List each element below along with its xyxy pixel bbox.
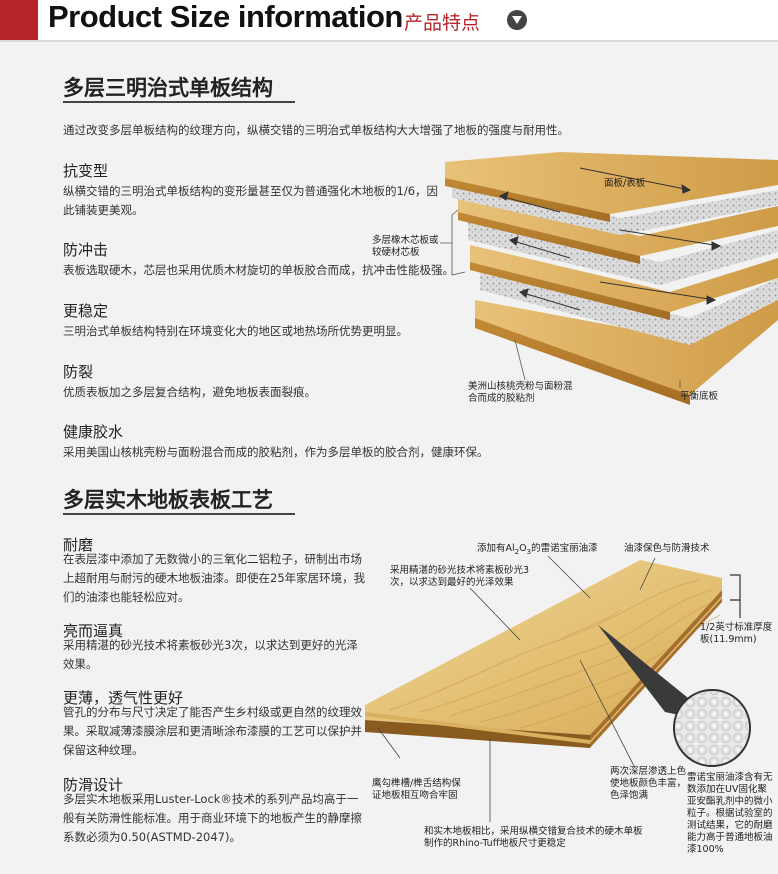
chevron-down-icon[interactable]: [507, 10, 527, 30]
feature-title: 耐磨: [63, 536, 94, 554]
glue-layer: [468, 220, 778, 285]
feature-title: 防滑设计: [63, 776, 124, 794]
section1-rule: [63, 101, 295, 103]
label-thickness: 1/2英寸标准厚度板(11.9mm): [700, 622, 773, 645]
header-title: Product Size information: [48, 0, 403, 34]
core-layer: [470, 245, 778, 320]
feature-desc: 纵横交错的三明治式单板结构的变形量甚至仅为普通强化木地板的1/6，因此铺装更美观…: [63, 184, 439, 217]
leader-lines: [440, 209, 681, 388]
feature-title: 更稳定: [63, 302, 109, 320]
feature-title: 健康胶水: [63, 423, 124, 441]
feature-desc: 表板选取硬木，芯层也采用优质木材旋切的单板胶合而成，抗冲击性能极强。: [63, 263, 454, 277]
header-subtitle: 产品特点: [404, 12, 481, 34]
feature-desc: 采用美国山核桃壳粉与面粉混合而成的胶粘剂，作为多层单板的胶合剂，健康环保。: [63, 445, 489, 459]
feature-desc: 采用精湛的砂光技术将素板砂光3次，以求达到更好的光泽效果。: [63, 638, 358, 671]
thickness-bracket: [730, 574, 741, 618]
label-sand: 采用精湛的砂光技术将素板砂光3次，以求达到最好的光泽效果: [390, 565, 530, 588]
page-header: Product Size information 产品特点: [0, 0, 778, 40]
floor-board: [365, 560, 722, 748]
label-balance: 平衡底板: [680, 391, 719, 402]
label-reynold: 雷诺宝丽油漆含有无数添加在UV固化聚亚安酯乳剂中的微小粒子。根据试验室的测试结果…: [687, 772, 773, 855]
label-tongue: 鹰勾榫槽/榫舌结构保证地板相互吻合牢固: [372, 778, 461, 801]
label-rhino: 和实木地板相比，采用纵横交错复合技术的硬木单板制作的Rhino-Tuff地板尺寸…: [424, 826, 643, 849]
header-accent-bar: [0, 0, 38, 40]
feature-desc: 优质表板加之多层复合结构，避免地板表面裂痕。: [63, 385, 316, 399]
feature-title: 抗变型: [63, 162, 109, 180]
feature-desc: 三明治式单板结构特别在环境变化大的地区或地热场所优势更明显。: [63, 324, 408, 338]
header-divider: [0, 40, 778, 42]
section1-title: 多层三明治式单板结构: [63, 76, 273, 100]
label-oil: 油漆保色与防滑技术: [624, 543, 710, 554]
section2-title: 多层实木地板表板工艺: [63, 488, 273, 512]
direction-arrows: [499, 167, 722, 311]
feature-desc: 在表层漆中添加了无数微小的三氧化二铝粒子，研制出市场上超耐用与耐污的硬木地板油漆…: [63, 552, 366, 604]
core-layer: [458, 195, 778, 264]
balance-layer: [475, 300, 778, 405]
label-face: 面板/表板: [604, 178, 646, 189]
face-layer: [445, 152, 778, 222]
feature-title: 防冲击: [63, 241, 109, 259]
label-core: 多层橡木芯板或较硬材芯板: [372, 235, 439, 258]
section2-rule: [63, 513, 295, 515]
leader-lines: [377, 555, 656, 822]
feature-desc: 多层实木地板采用Luster-Lock®技术的系列产品均高于一般有关防滑性能标准…: [63, 792, 362, 844]
feature-desc: 管孔的分布与尺寸决定了能否产生乡村级或更自然的纹理效果。采取减薄漆膜涂层和更清晰…: [63, 705, 362, 757]
magnifier-circle: [673, 689, 751, 767]
label-deep: 两次深层渗透上色使地板颜色丰富，色泽饱满: [610, 766, 687, 801]
label-al2o3: 添加有Al2O3的雷诺宝丽油漆: [477, 543, 598, 556]
glue-layer: [452, 182, 778, 235]
section1-intro: 通过改变多层单板结构的纹理方向，纵横交错的三明治式单板结构大大增强了地板的强度与…: [63, 123, 569, 137]
feature-title: 亮而逼真: [63, 622, 124, 640]
feature-title: 防裂: [63, 363, 94, 381]
label-glue: 美洲山核桃壳粉与面粉混合而成的胶粘剂: [468, 381, 573, 404]
feature-title: 更薄，透气性更好: [63, 689, 184, 707]
